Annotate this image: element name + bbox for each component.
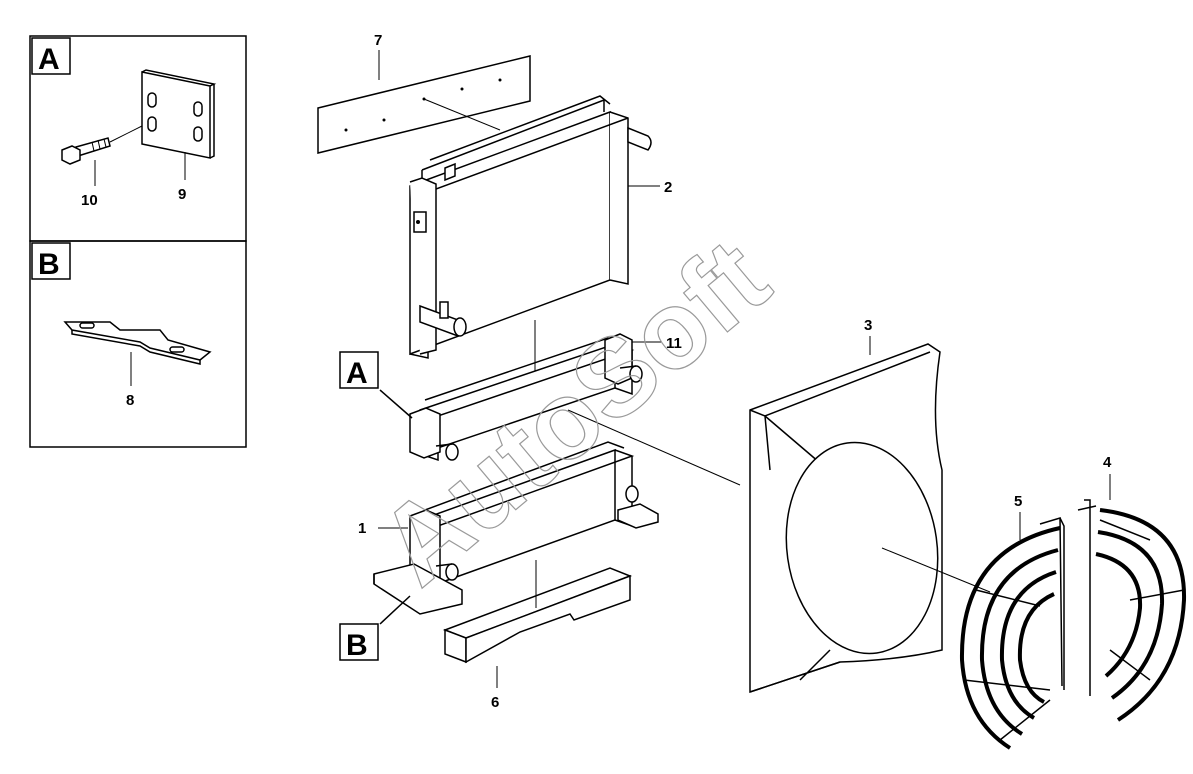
label-6: 6 [491, 694, 499, 711]
fan-guard-5: 5 [959, 493, 1065, 750]
label-5: 5 [1014, 493, 1022, 510]
cooler-11: 11 [409, 333, 682, 462]
label-9: 9 [178, 186, 186, 203]
bolt-10 [61, 125, 143, 165]
label-8: 8 [126, 392, 134, 409]
gasket-strip-7: 7 [317, 32, 531, 154]
fan-shroud-3: 3 [567, 317, 943, 694]
callout-a: A [339, 351, 413, 419]
foam-block-6: 6 [442, 560, 633, 711]
detail-box-b-letter: B [38, 248, 60, 281]
label-1: 1 [358, 520, 366, 537]
label-3: 3 [864, 317, 872, 334]
radiator-2: 2 [409, 95, 672, 359]
detail-box-b: B 8 [29, 240, 247, 448]
label-4: 4 [1103, 454, 1112, 471]
label-10: 10 [81, 192, 98, 209]
mounting-plate-9 [141, 69, 217, 159]
label-7: 7 [374, 32, 382, 49]
detail-box-a-letter: A [38, 43, 60, 76]
label-2: 2 [664, 179, 672, 196]
callout-a-letter: A [346, 357, 368, 390]
callout-b: B [339, 595, 411, 662]
bracket-8 [63, 321, 212, 365]
callout-b-letter: B [346, 629, 368, 662]
label-11: 11 [666, 335, 682, 352]
fan-guard-4: 4 [1077, 454, 1187, 722]
detail-box-a: A 10 9 [29, 35, 247, 242]
cooler-1: 1 [358, 441, 659, 615]
